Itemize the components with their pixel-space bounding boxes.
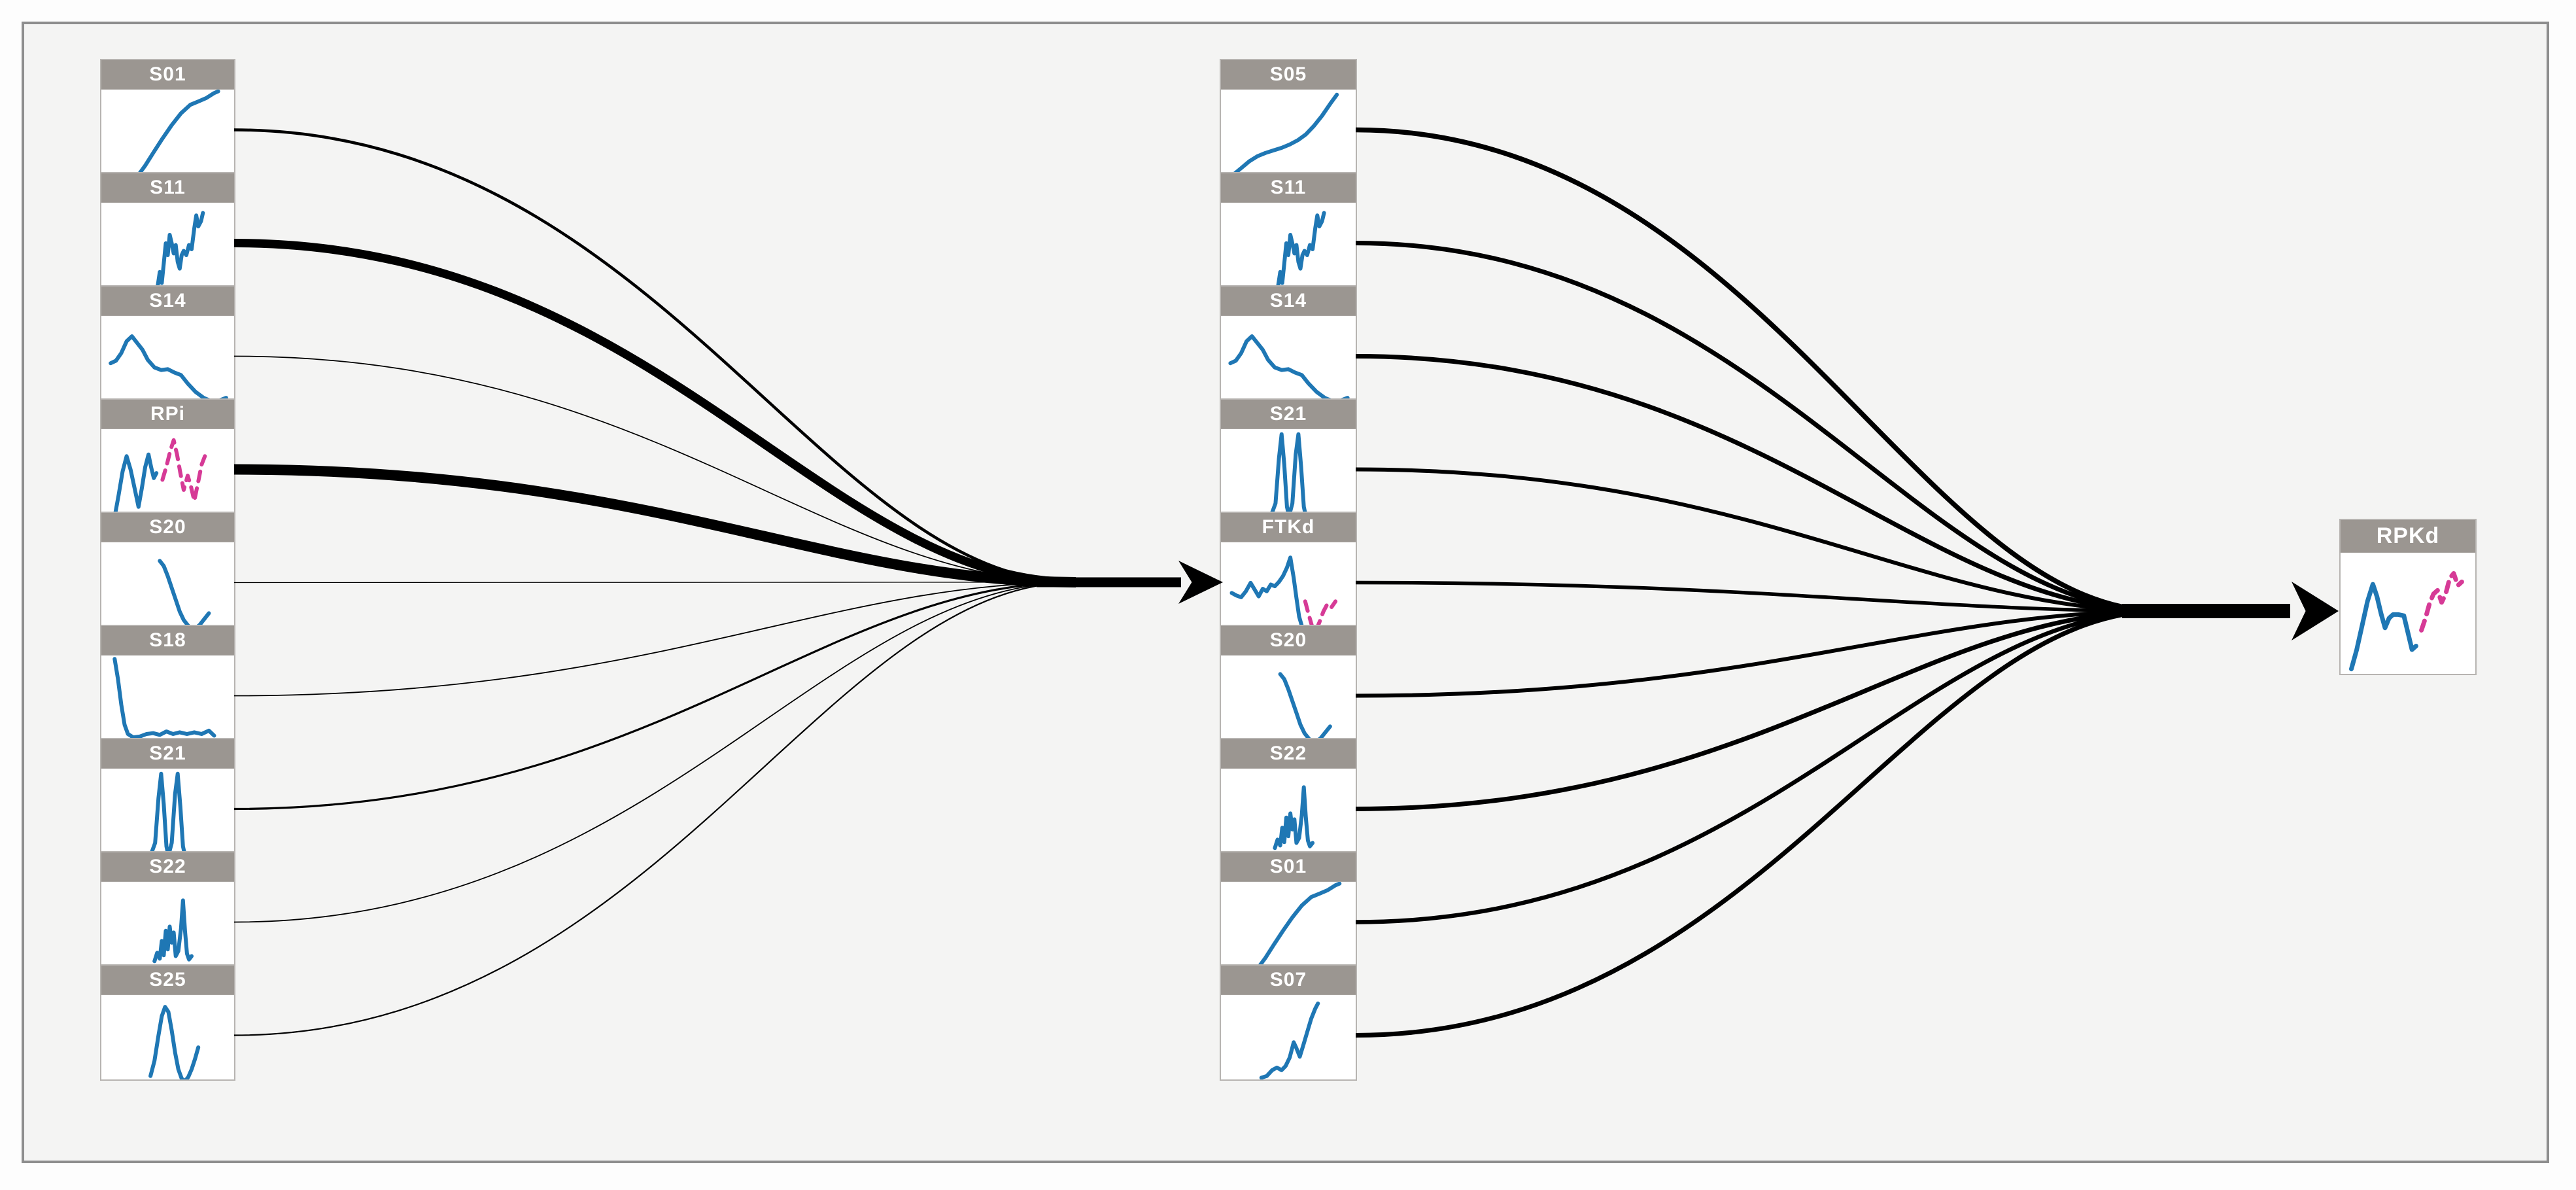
- node-left-S11[interactable]: S11: [100, 172, 235, 289]
- node-left-S18[interactable]: S18: [100, 625, 235, 741]
- node-middle-S01[interactable]: S01: [1220, 851, 1357, 968]
- sparkline-solid: [1276, 211, 1326, 287]
- node-label: FTKd: [1262, 516, 1315, 538]
- sparkline-dashed: [2419, 571, 2464, 633]
- node-label: S14: [149, 290, 186, 311]
- node-header: S22: [1221, 739, 1356, 769]
- sparkline-chart: [1221, 656, 1356, 740]
- node-label: RPi: [150, 403, 185, 425]
- sparkline-dashed: [160, 438, 207, 503]
- sparkline-chart: [1221, 769, 1356, 853]
- sparkline-chart: [101, 203, 234, 287]
- node-header: S20: [1221, 626, 1356, 656]
- node-label: S25: [149, 969, 186, 990]
- sparkline-solid: [149, 771, 187, 853]
- sparkline-solid: [148, 1005, 201, 1079]
- sparkline-solid: [1231, 92, 1339, 174]
- node-label: S20: [1269, 629, 1307, 651]
- node-label: S21: [1269, 403, 1307, 425]
- node-left-S21[interactable]: S21: [100, 738, 235, 854]
- node-label: S22: [149, 856, 186, 877]
- node-left-S25[interactable]: S25: [100, 964, 235, 1081]
- sparkline-solid: [158, 559, 211, 627]
- node-header: S11: [1221, 173, 1356, 203]
- node-label: S22: [1269, 743, 1307, 764]
- sparkline-chart: [101, 542, 234, 627]
- node-header: S25: [101, 966, 234, 995]
- node-label: S01: [149, 63, 186, 85]
- node-target-RPKd[interactable]: RPKd: [2339, 519, 2477, 675]
- node-header: FTKd: [1221, 513, 1356, 542]
- node-header: RPKd: [2341, 520, 2475, 553]
- sparkline-chart: [101, 882, 234, 966]
- node-header: S14: [101, 287, 234, 316]
- sparkline-chart: [1221, 995, 1356, 1079]
- node-label: S14: [1269, 290, 1307, 311]
- sparkline-chart: [1221, 316, 1356, 400]
- sparkline-chart: [101, 429, 234, 514]
- node-header: S22: [101, 852, 234, 882]
- node-header: S07: [1221, 966, 1356, 995]
- sparkline-chart: [1221, 542, 1356, 627]
- node-middle-S11[interactable]: S11: [1220, 172, 1357, 289]
- sparkline-chart: [1221, 882, 1356, 966]
- sparkline-solid: [1273, 785, 1315, 850]
- sparkline-solid: [1256, 882, 1342, 966]
- node-label: S11: [1270, 177, 1307, 198]
- node-label: S01: [1269, 856, 1307, 877]
- sparkline-solid: [2349, 582, 2418, 672]
- node-label: S05: [1269, 63, 1307, 85]
- sparkline-solid: [1259, 1001, 1320, 1079]
- sparkline-solid: [112, 657, 216, 740]
- sparkline-chart: [101, 769, 234, 853]
- sparkline-chart: [101, 316, 234, 400]
- sparkline-chart: [1221, 203, 1356, 287]
- sparkline-solid: [1278, 672, 1332, 740]
- node-label: S20: [149, 516, 186, 538]
- sparkline-solid: [1269, 432, 1308, 514]
- node-left-RPi[interactable]: RPi: [100, 398, 235, 515]
- sparkline-solid: [1228, 334, 1350, 400]
- sparkline-solid: [1229, 555, 1304, 627]
- node-header: S11: [101, 173, 234, 203]
- node-middle-S14[interactable]: S14: [1220, 285, 1357, 402]
- node-header: S18: [101, 626, 234, 656]
- node-label: RPKd: [2376, 523, 2440, 548]
- node-middle-FTKd[interactable]: FTKd: [1220, 512, 1357, 628]
- sparkline-solid: [136, 90, 220, 174]
- node-header: S05: [1221, 60, 1356, 90]
- node-left-S01[interactable]: S01: [100, 59, 235, 175]
- sparkline-solid: [113, 452, 159, 514]
- node-middle-S05[interactable]: S05: [1220, 59, 1357, 175]
- node-header: S14: [1221, 287, 1356, 316]
- sparkline-solid: [155, 211, 205, 287]
- sparkline-chart: [101, 995, 234, 1079]
- sparkline-dashed: [1303, 599, 1338, 627]
- node-header: S01: [1221, 852, 1356, 882]
- node-middle-S21[interactable]: S21: [1220, 398, 1357, 515]
- node-middle-S22[interactable]: S22: [1220, 738, 1357, 854]
- sparkline-chart: [1221, 90, 1356, 174]
- node-left-S14[interactable]: S14: [100, 285, 235, 402]
- node-label: S18: [149, 629, 186, 651]
- sparkline-solid: [109, 334, 228, 400]
- node-header: S20: [101, 513, 234, 542]
- node-header: RPi: [101, 400, 234, 429]
- node-header: S21: [1221, 400, 1356, 429]
- node-label: S11: [150, 177, 186, 198]
- node-middle-S07[interactable]: S07: [1220, 964, 1357, 1081]
- node-header: S21: [101, 739, 234, 769]
- node-label: S07: [1269, 969, 1307, 990]
- sparkline-chart: [1221, 429, 1356, 514]
- node-left-S22[interactable]: S22: [100, 851, 235, 968]
- node-left-S20[interactable]: S20: [100, 512, 235, 628]
- node-middle-S20[interactable]: S20: [1220, 625, 1357, 741]
- sparkline-chart: [101, 656, 234, 740]
- node-header: S01: [101, 60, 234, 90]
- sparkline-solid: [152, 898, 194, 964]
- sparkline-chart: [101, 90, 234, 174]
- node-label: S21: [149, 743, 186, 764]
- sparkline-chart: [2341, 553, 2475, 674]
